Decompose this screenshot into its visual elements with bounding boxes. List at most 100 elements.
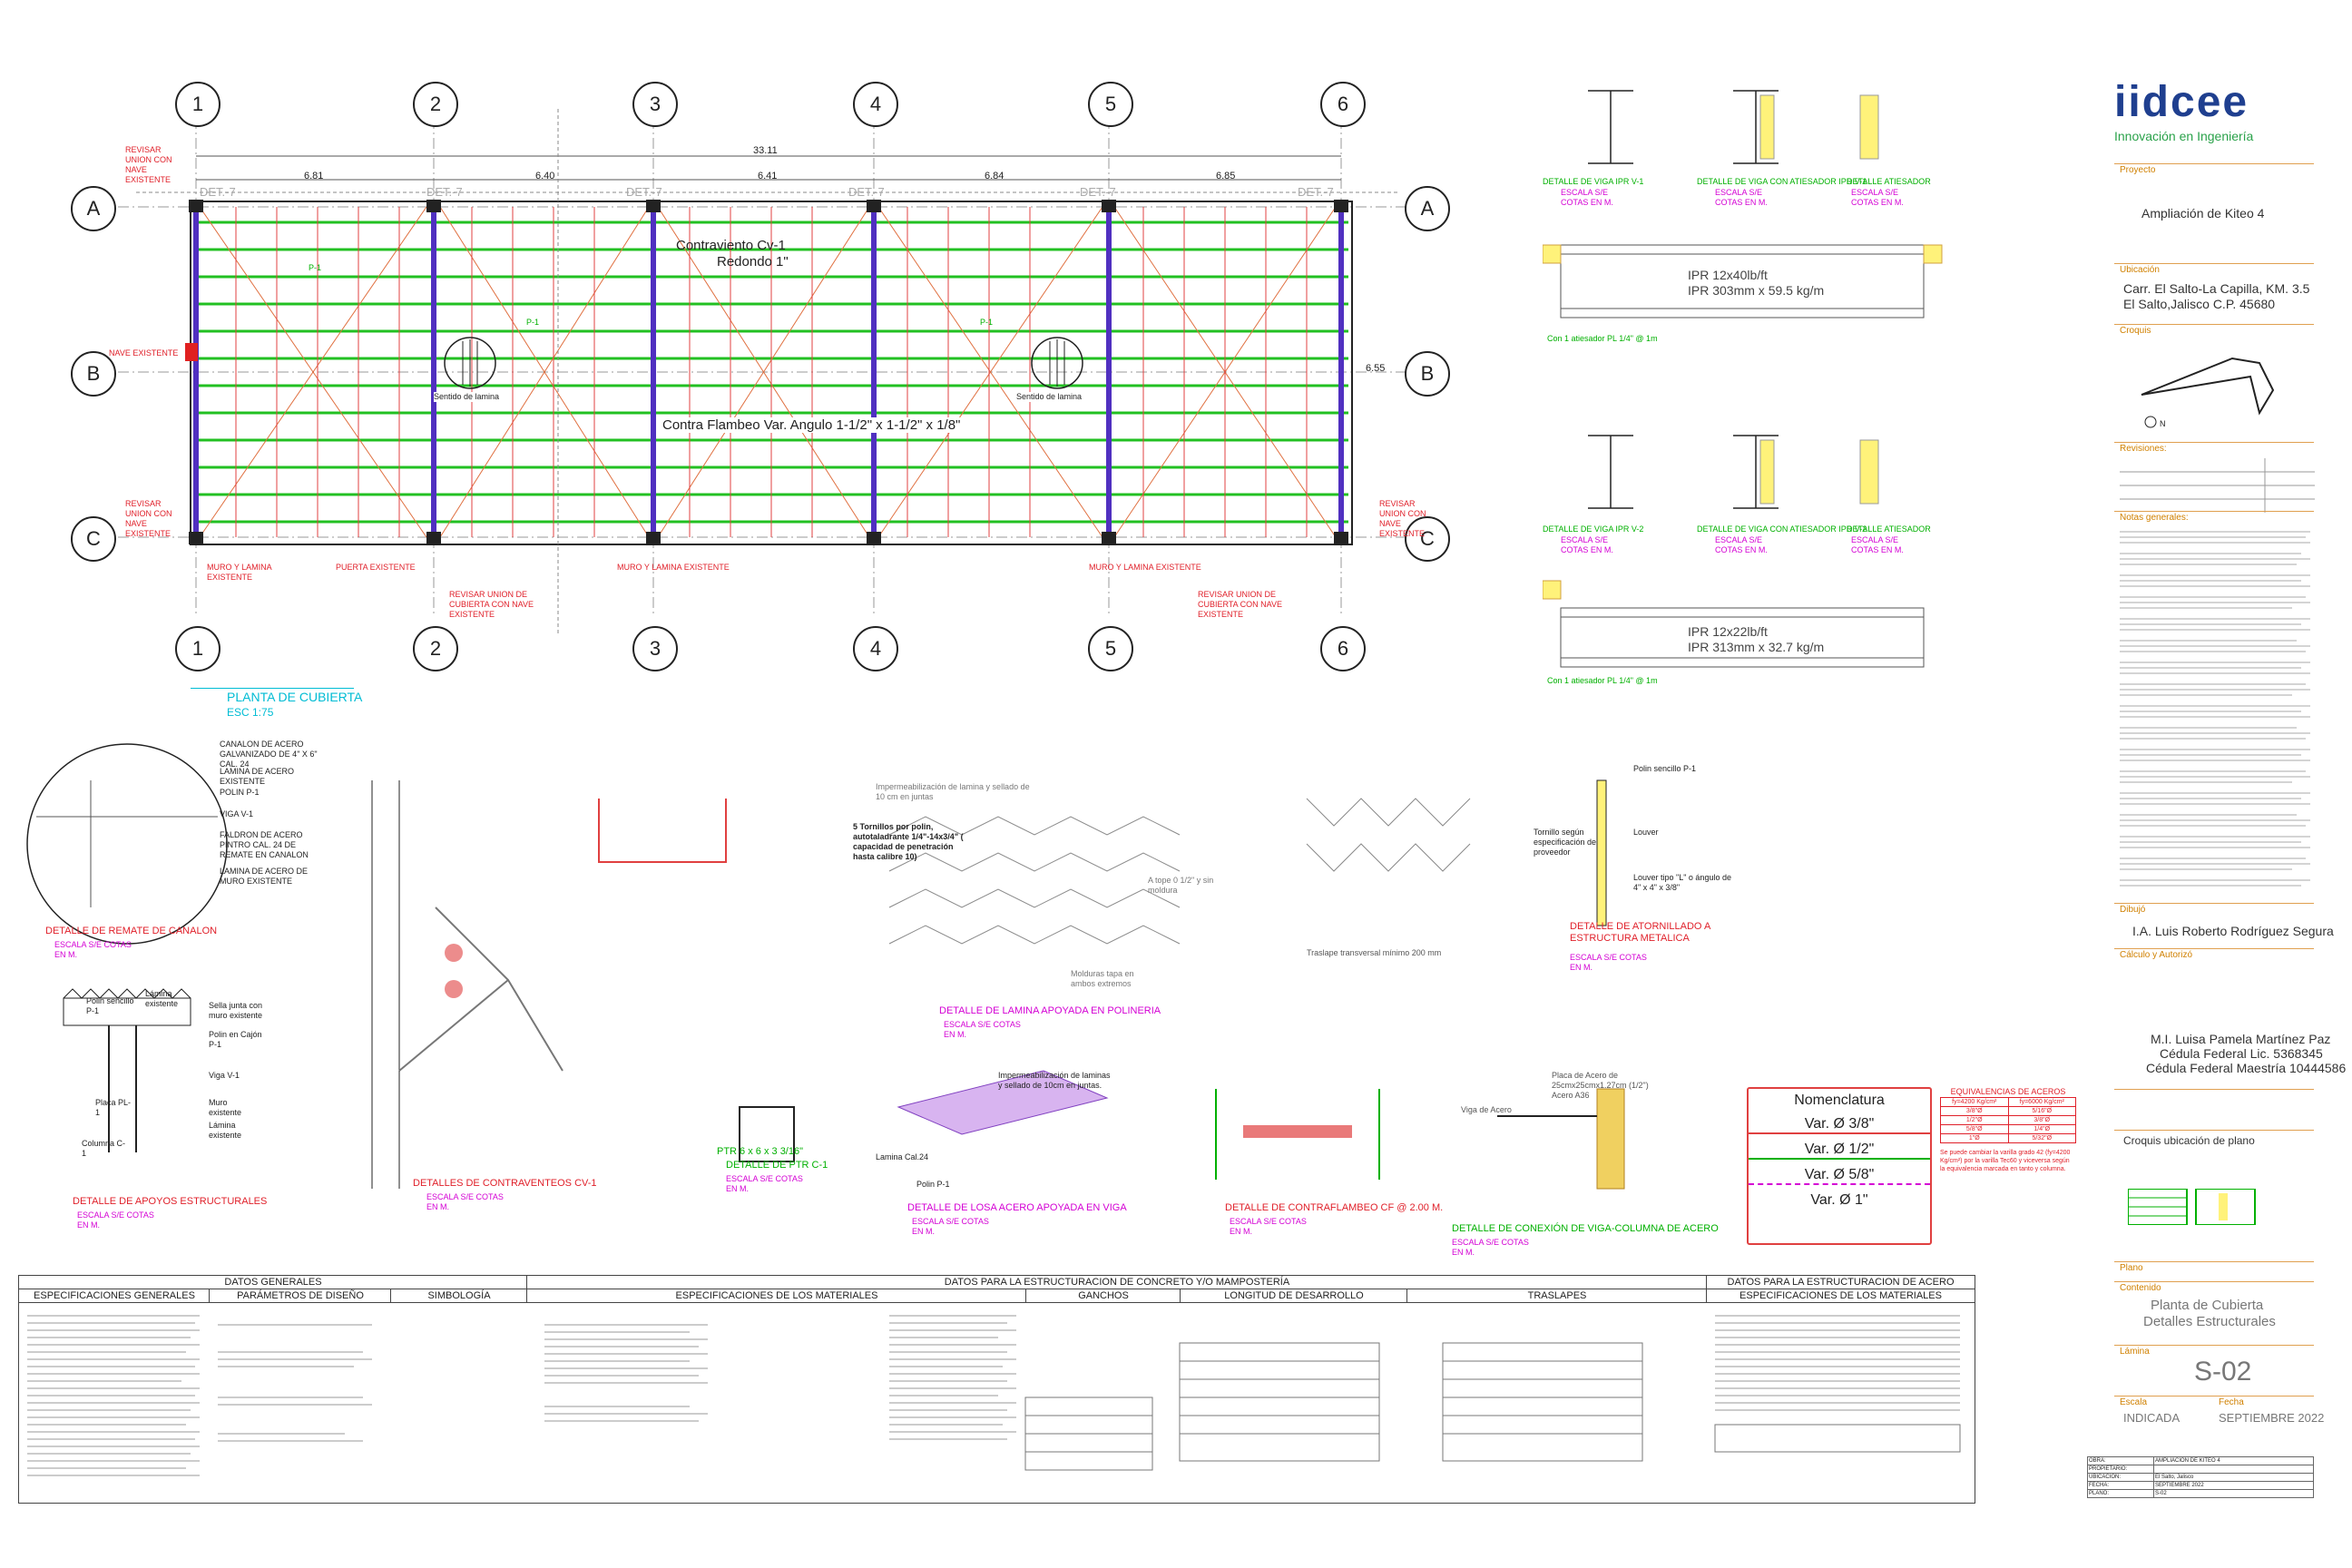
grid-bubble-A-left: A <box>71 186 116 231</box>
conexion-label-1: Placa de Acero de 25cmx25cmx1.27cm (1/2"… <box>1552 1071 1649 1100</box>
apoyos-label-7: Placa PL-1 <box>95 1098 132 1117</box>
table-header-esp-materiales-2: ESPECIFICACIONES DE LOS MATERIALES <box>1706 1289 1975 1303</box>
table-header-longitud: LONGITUD DE DESARROLLO <box>1180 1289 1408 1303</box>
table-header-datos-acero: DATOS PARA LA ESTRUCTURACION DE ACERO <box>1706 1275 1975 1289</box>
span-dim-2: 6.40 <box>535 171 555 181</box>
detail-title-contraflambeo: DETALLE DE CONTRAFLAMBEO CF @ 2.00 M. <box>1225 1202 1444 1213</box>
detail-title-atornillado: DETALLE DE ATORNILLADO A ESTRUCTURA META… <box>1570 921 1710 944</box>
lamina-label-2: 5 Tornillos por polin, autotaladrante 1/… <box>853 822 964 861</box>
equivalencias-cell: 5/8"Ø <box>1940 1124 2009 1134</box>
lamina-label-1: Impermeabilización de lamina y sellado d… <box>876 782 1030 801</box>
conexion-label-2: Viga de Acero <box>1461 1105 1512 1114</box>
losa-label-2: Lamina Cal.24 <box>876 1152 929 1161</box>
span-dim-5: 6.85 <box>1216 171 1236 181</box>
canalon-label-2: LAMINA DE ACERO EXISTENTE <box>220 767 295 786</box>
divider <box>2114 1345 2314 1346</box>
detail-title-conexion: DETALLE DE CONEXIÓN DE VIGA-COLUMNA DE A… <box>1452 1223 1719 1234</box>
date-label: Fecha <box>2219 1397 2244 1407</box>
apoyos-label-8: Lámina existente <box>209 1121 242 1140</box>
lamina-label-4: Molduras tapa en ambos extremos <box>1071 969 1134 988</box>
engineer-license-1: Cédula Federal Lic. 5368345 <box>2160 1046 2323 1061</box>
table-header-simbologia: SIMBOLOGÍA <box>390 1289 528 1303</box>
note-revisar-union-4: REVISAR UNION DE CUBIERTA CON NAVE EXIST… <box>1198 590 1283 619</box>
location-plan-thumbnail <box>2128 1189 2256 1225</box>
location-plan-label: Croquis ubicación de plano <box>2123 1134 2255 1147</box>
detail-title-apoyos: DETALLE DE APOYOS ESTRUCTURALES <box>73 1196 268 1207</box>
beam-detail-scale-2: ESCALA S/E COTAS EN M. <box>1715 188 1768 207</box>
small-title-cell: UBICACION: <box>2087 1473 2154 1482</box>
atornillado-label-3: Louver <box>1633 828 1659 837</box>
small-title-cell: OBRA: <box>2087 1456 2154 1465</box>
beam-sections-drawing <box>1543 90 1943 668</box>
equivalencias-title: EQUIVALENCIAS DE ACEROS <box>1950 1087 2066 1096</box>
table-header-ganchos: GANCHOS <box>1025 1289 1181 1303</box>
grid-bubble-1-bottom: 1 <box>175 626 220 671</box>
nomenclatura-item-2: Var. Ø 1/2" <box>1749 1142 1930 1160</box>
revisions-label: Revisiones: <box>2120 444 2167 454</box>
canalon-label-4: VIGA V-1 <box>220 809 254 818</box>
grid-bubble-B-right: B <box>1405 351 1450 397</box>
detail-title-contraventeos: DETALLES DE CONTRAVENTEOS CV-1 <box>413 1178 597 1189</box>
detail-scale-losa: ESCALA S/E COTAS EN M. <box>912 1217 989 1236</box>
grid-bubble-6-bottom: 6 <box>1320 626 1366 671</box>
overall-dimension: 33.11 <box>753 145 778 156</box>
sheet-number: S-02 <box>2194 1357 2252 1387</box>
detail-scale-apoyos: ESCALA S/E COTAS EN M. <box>77 1210 154 1230</box>
detail-title-lamina-polineria: DETALLE DE LAMINA APOYADA EN POLINERIA <box>939 1005 1161 1016</box>
equivalencias-cell: 1/4"Ø <box>2007 1124 2076 1134</box>
span-dim-1: 6.81 <box>304 171 324 181</box>
beam-detail-scale-1: ESCALA S/E COTAS EN M. <box>1561 188 1613 207</box>
atornillado-label-1: Polin sencillo P-1 <box>1633 764 1697 773</box>
bay-depth-dim: 6.55 <box>1366 363 1386 374</box>
location-label: Ubicación <box>2120 265 2160 275</box>
grid-bubble-4-bottom: 4 <box>853 626 898 671</box>
small-title-cell: FECHA: <box>2087 1481 2154 1490</box>
details-drawing <box>26 743 1625 1190</box>
small-title-cell: El Salto, Jalisco <box>2153 1473 2314 1482</box>
equivalencias-header-2: fy=6000 Kg/cm² <box>2007 1097 2076 1107</box>
plan-title: PLANTA DE CUBIERTA <box>227 690 363 704</box>
grid-bubble-A-right: A <box>1405 186 1450 231</box>
small-title-cell: PROPIETARIO: <box>2087 1465 2154 1474</box>
detail-scale-canalon: ESCALA S/E COTAS EN M. <box>54 940 132 959</box>
grid-bubble-C-left: C <box>71 516 116 562</box>
bracing-label-2: Redondo 1" <box>717 254 789 270</box>
atornillado-label-4: Louver tipo "L" o ángulo de 4" x 4" x 3/… <box>1633 873 1731 892</box>
atornillado-label-2: Tornillo según especificación de proveed… <box>1534 828 1597 857</box>
roof-plan-drawing <box>118 109 1425 635</box>
general-notes-text <box>2120 531 2310 887</box>
beam-profile-2-line1: IPR 12x22lb/ft <box>1688 624 1768 639</box>
apoyos-label-2: Lámina existente <box>145 989 179 1008</box>
contents-line-2: Detalles Estructurales <box>2143 1314 2276 1329</box>
atornillado-label-5: Traslape transversal mínimo 200 mm <box>1307 948 1442 957</box>
small-title-cell: SEPTIEMBRE 2022 <box>2153 1481 2314 1490</box>
lamina-label-3: A tope 0 1/2" y sin moldura <box>1148 876 1214 895</box>
lamina-direction-label-2: Sentido de lamina <box>1016 392 1083 402</box>
grid-bubble-3-top: 3 <box>632 82 678 127</box>
equivalencias-cell: 3/8"Ø <box>2007 1115 2076 1125</box>
span-dim-4: 6.84 <box>985 171 1004 181</box>
revisions-table <box>2120 458 2315 513</box>
beam-detail-title-3: DETALLE ATIESADOR <box>1847 177 1931 186</box>
table-header-esp-generales: ESPECIFICACIONES GENERALES <box>18 1289 211 1303</box>
beam-profile-1-line2: IPR 303mm x 59.5 kg/m <box>1688 283 1825 298</box>
purlin-label: P-1 <box>526 318 540 327</box>
grid-bubble-B-left: B <box>71 351 116 397</box>
small-title-cell <box>2153 1465 2314 1474</box>
detail-title-ptr: DETALLE DE PTR C-1 <box>726 1160 828 1171</box>
grid-bubble-3-bottom: 3 <box>632 626 678 671</box>
equivalencias-cell: 5/16"Ø <box>2007 1106 2076 1116</box>
equivalencias-note: Se puede cambiar la varilla grado 42 (fy… <box>1940 1150 2071 1172</box>
beam-detail-title-1: DETALLE DE VIGA IPR V-1 <box>1543 177 1644 186</box>
detail-title-losa: DETALLE DE LOSA ACERO APOYADA EN VIGA <box>907 1202 1127 1213</box>
grid-bubble-2-top: 2 <box>413 82 458 127</box>
grid-bubble-6-top: 6 <box>1320 82 1366 127</box>
beam-profile-1-note: Con 1 atiesador PL 1/4" @ 1m <box>1547 334 1658 343</box>
nomenclatura-title: Nomenclatura <box>1794 1093 1885 1108</box>
purlin-label: P-1 <box>980 318 994 327</box>
beam-detail-title-5: DETALLE DE VIGA CON ATIESADOR IPR V-2 <box>1697 524 1867 534</box>
small-title-cell: AMPLIACION DE KITEO 4 <box>2153 1456 2314 1465</box>
apoyos-label-3: Sella junta con muro existente <box>209 1001 263 1020</box>
spec-text-blocks <box>27 1315 1961 1476</box>
divider <box>2114 1281 2314 1282</box>
